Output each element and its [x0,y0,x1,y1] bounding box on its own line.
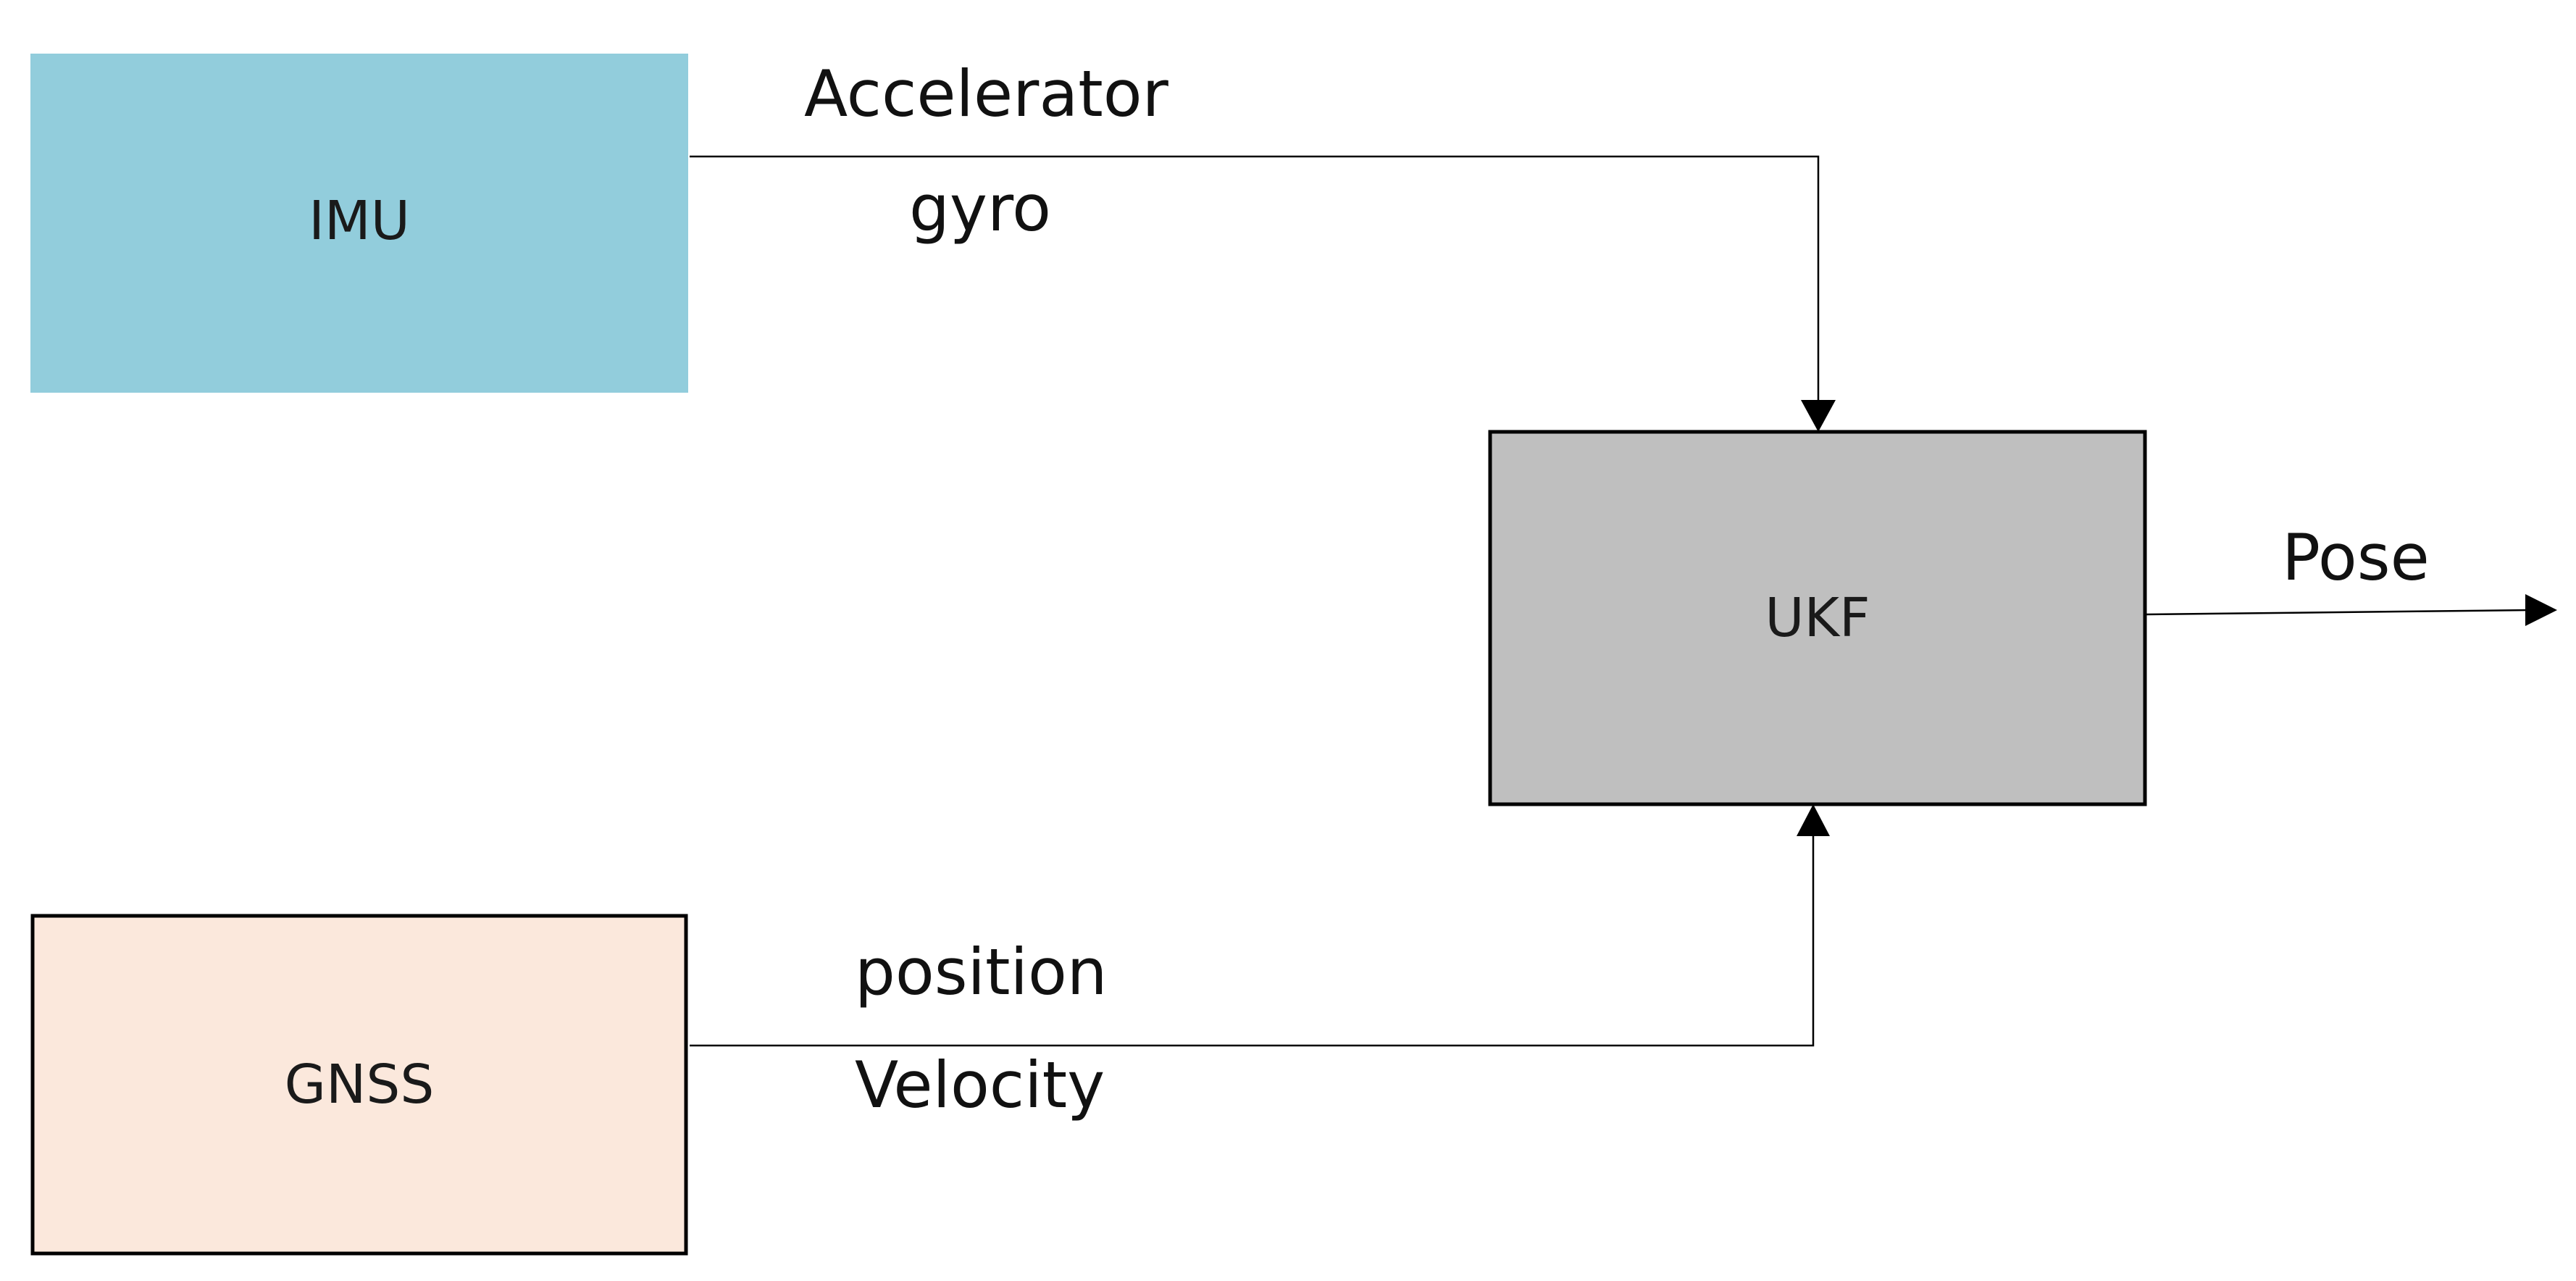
imu-node: IMU [30,54,688,393]
ukf-label: UKF [1765,587,1870,649]
gnss-to-ukf-arrowhead [1797,804,1830,836]
gnss-to-ukf-line [690,807,1815,1047]
ukf-box [1488,430,2147,806]
imu-box [30,54,688,393]
imu-to-ukf-line [690,155,1820,429]
edge-label-gyro: gyro [909,171,1051,246]
gnss-to-ukf-connector: position Velocity [690,804,1830,1122]
edge-label-position: position [855,935,1108,1009]
edge-label-accelerator: Accelerator [804,57,1169,131]
imu-to-ukf-arrowhead [1801,400,1836,432]
edge-label-velocity: Velocity [855,1048,1105,1122]
ukf-output-connector: Pose [2146,520,2557,626]
imu-to-ukf-connector: Accelerator gyro [690,57,1836,432]
edge-label-pose: Pose [2282,520,2430,595]
ukf-output-arrowhead [2525,594,2557,626]
ukf-output-line [2146,609,2530,616]
gnss-node: GNSS [30,914,688,1256]
ukf-node: UKF [1488,430,2147,806]
gnss-box [30,914,688,1256]
imu-label: IMU [309,190,410,252]
gnss-label: GNSS [285,1053,435,1116]
